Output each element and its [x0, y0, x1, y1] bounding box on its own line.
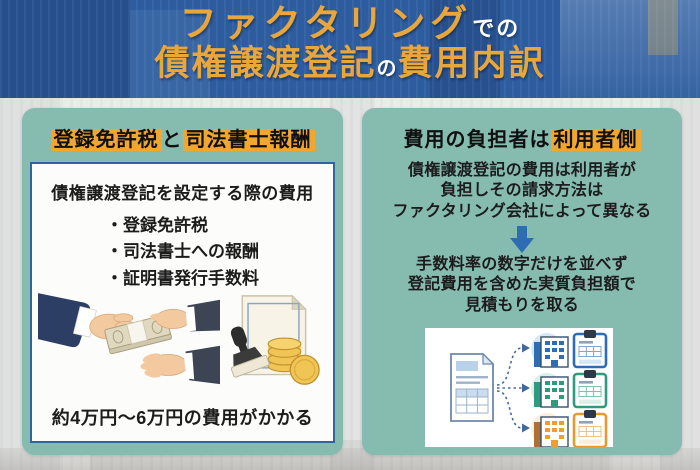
bullet-text: 証明書発行手数料 — [123, 268, 259, 288]
right-heading-plain: 費用の負担者は — [403, 129, 551, 151]
down-arrow-icon — [510, 225, 534, 253]
paragraph-line: 債権譲渡登記の費用は利用者が — [407, 162, 637, 179]
left-card-detail-box: 債権譲渡登記を設定する際の費用 ・登録免許税 ・司法書士への報酬 ・証明書発行手… — [30, 162, 335, 443]
banner-building-silhouette — [0, 0, 130, 98]
bullet-marker: ・ — [106, 242, 123, 262]
title-sub-text: での — [472, 16, 521, 41]
page-title: ファクタリングでの 債権譲渡登記の費用内訳 — [0, 0, 700, 83]
right-card-heading: 費用の負担者は利用者側 — [362, 123, 682, 152]
title-accent-text: ファクタリング — [179, 3, 473, 44]
right-card-cost-bearer: 費用の負担者は利用者側 債権譲渡登記の費用は利用者が 負担しその請求方法は ファ… — [362, 108, 682, 455]
title-accent-text: 債権譲渡登記 — [154, 43, 377, 83]
title-banner: ファクタリングでの 債権譲渡登記の費用内訳 — [0, 0, 700, 98]
paragraph-line: 見積もりを取る — [464, 296, 580, 314]
cost-illustrations — [32, 291, 333, 396]
banner-sky-patch — [560, 0, 700, 98]
document-to-companies-icon — [450, 330, 608, 449]
cost-bullet-list: ・登録免許税 ・司法書士への報酬 ・証明書発行手数料 — [106, 213, 259, 292]
list-item: ・証明書発行手数料 — [106, 266, 259, 292]
stamp-certificate-coins-icon — [225, 290, 321, 396]
left-heading-highlight-1: 登録免許税 — [50, 129, 162, 151]
money-handover-icon — [38, 291, 220, 396]
banner-window-texture — [0, 0, 700, 98]
paragraph-line: 手数料率の数字だけを並べず — [416, 255, 628, 273]
paragraph-line: ファクタリング会社によって異なる — [392, 202, 652, 220]
banner-building-silhouette — [130, 10, 210, 98]
right-heading-highlight: 利用者側 — [550, 129, 641, 151]
left-heading-connector: と — [161, 129, 183, 151]
paragraph-line: 登記費用を含めた実質負担額で — [407, 276, 637, 294]
list-item: ・司法書士への報酬 — [106, 239, 259, 265]
left-card-registration-costs: 登録免許税と司法書士報酬 債権譲渡登記を設定する際の費用 ・登録免許税 ・司法書… — [22, 108, 343, 455]
title-accent-text: 費用内訳 — [397, 43, 546, 83]
advice-paragraph: 手数料率の数字だけを並べず 登記費用を含めた実質負担額で 見積もりを取る — [362, 255, 682, 316]
title-sub-text: の — [376, 57, 398, 80]
bullet-text: 司法書士への報酬 — [123, 242, 259, 262]
bullet-marker: ・ — [106, 268, 123, 288]
paragraph-line: 負担しその請求方法は — [440, 182, 604, 200]
left-heading-highlight-2: 司法書士報酬 — [182, 129, 315, 151]
bullet-marker: ・ — [106, 216, 123, 235]
list-item: ・登録免許税 — [106, 213, 259, 239]
banner-building-silhouette — [648, 0, 678, 55]
banner-building-silhouette — [430, 0, 500, 98]
cost-intro-text: 債権譲渡登記を設定する際の費用 — [51, 184, 314, 203]
cost-total-text: 約4万円〜6万円の費用がかかる — [51, 408, 314, 428]
quote-comparison-illustration — [425, 328, 613, 449]
bearer-paragraph: 債権譲渡登記の費用は利用者が 負担しその請求方法は ファクタリング会社によって異… — [362, 161, 682, 222]
left-card-heading: 登録免許税と司法書士報酬 — [22, 123, 343, 152]
bullet-text: 登録免許税 — [123, 216, 208, 235]
